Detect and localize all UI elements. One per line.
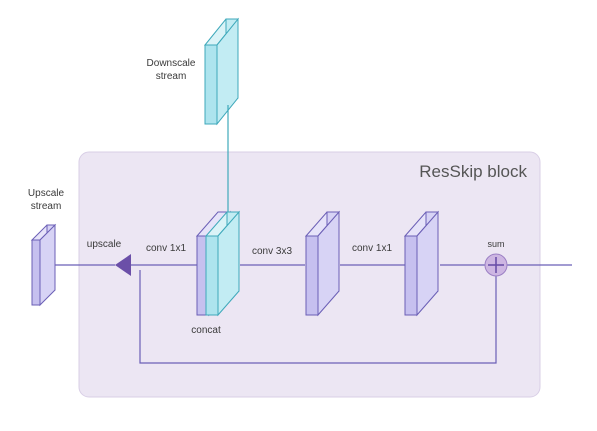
skip-connection-line (139, 270, 497, 364)
conv1x1-left-label: conv 1x1 (146, 243, 186, 254)
conv1x1-right-label: conv 1x1 (352, 243, 392, 254)
downscale-stream-feature-map (203, 17, 240, 126)
conv3x3-label: conv 3x3 (252, 246, 292, 257)
downscale-stream-label-2: stream (156, 71, 187, 82)
upscale-arrow-icon (115, 254, 131, 276)
sum-label: sum (487, 239, 504, 249)
resskip-block-title: ResSkip block (419, 162, 527, 181)
concat-label: concat (191, 325, 221, 336)
upscale-stream-label-1: Upscale (28, 188, 65, 199)
upscale-label: upscale (87, 239, 122, 250)
conv1x1-right-feature-map (403, 210, 440, 317)
concat-feature-map (195, 210, 241, 317)
conv3x3-feature-map (304, 210, 341, 317)
sum-icon (484, 253, 508, 277)
upscale-stream-label-2: stream (31, 201, 62, 212)
downscale-stream-label-1: Downscale (147, 58, 196, 69)
upscale-stream-feature-map (30, 223, 57, 307)
